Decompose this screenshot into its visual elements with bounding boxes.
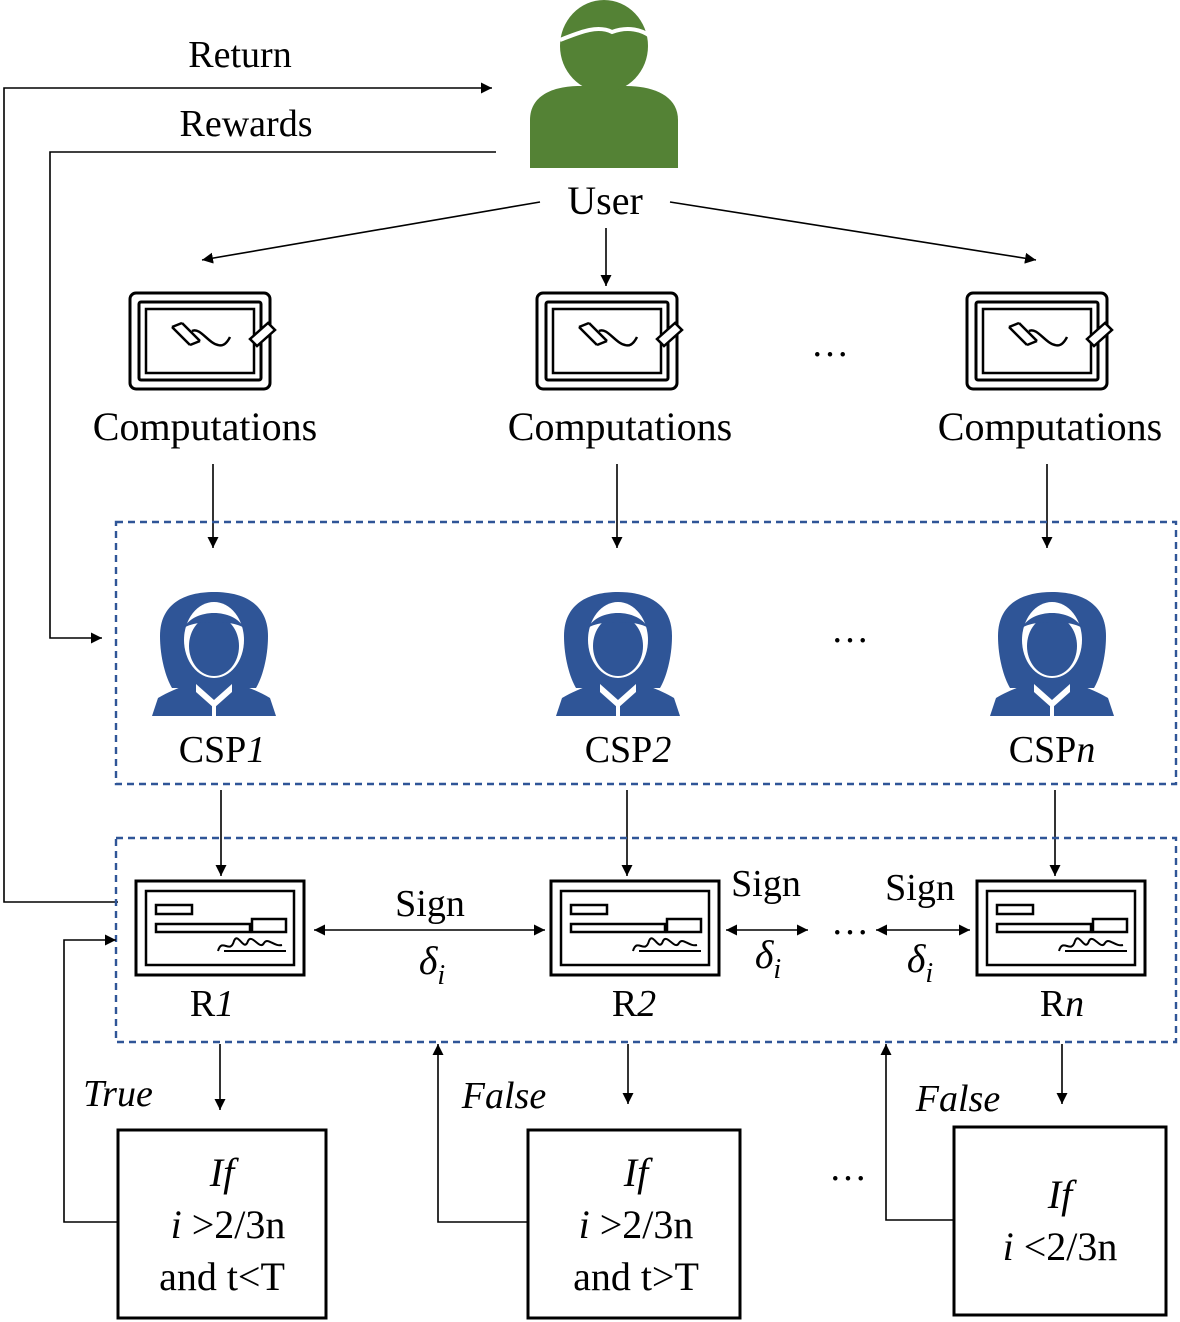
delta-label-1: δi <box>419 938 445 991</box>
condition-3-if: If <box>1047 1172 1077 1217</box>
ellipsis-conditions: … <box>829 1147 867 1189</box>
record-n-icon <box>975 879 1147 977</box>
computations-2-label: Computations <box>508 404 732 449</box>
csp-2-label: CSP2 <box>585 729 672 771</box>
record-2-icon <box>549 879 721 977</box>
csp-2-icon <box>556 592 680 716</box>
condition-box-1 <box>116 1128 328 1320</box>
record-1-icon <box>134 879 306 977</box>
return-arrow <box>3 82 492 903</box>
false-feedback-arrow-1 <box>432 1044 528 1223</box>
condition-1-expr: i >2/3n <box>171 1202 286 1247</box>
ellipsis-computations: … <box>811 323 849 365</box>
csp-n-label: CSPn <box>1009 729 1096 771</box>
record-1-label: R1 <box>190 983 234 1025</box>
branch-false-label-2: False <box>915 1078 1001 1120</box>
condition-3-expr: i <2/3n <box>1003 1224 1118 1269</box>
csp-group-box <box>114 520 1178 786</box>
condition-1-time: and t<T <box>159 1254 285 1299</box>
rewards-label: Rewards <box>180 103 313 145</box>
ellipsis-csp: … <box>831 609 869 651</box>
csp-1-label: CSP1 <box>179 729 266 771</box>
condition-box-3 <box>952 1125 1168 1317</box>
true-feedback-arrow <box>63 934 118 1223</box>
branch-true-label: True <box>83 1073 153 1115</box>
computations-1-icon <box>128 291 277 391</box>
rewards-arrow <box>49 151 496 644</box>
return-label: Return <box>188 34 291 76</box>
computations-n-icon <box>965 291 1114 391</box>
csp-n-icon <box>990 592 1114 716</box>
false-feedback-arrow-2 <box>880 1044 954 1221</box>
computations-n-label: Computations <box>938 404 1162 449</box>
user-icon <box>530 0 678 168</box>
branch-false-label-1: False <box>461 1075 547 1117</box>
delta-label-3: δi <box>907 936 933 989</box>
condition-2-time: and t>T <box>573 1254 699 1299</box>
condition-box-2 <box>526 1128 742 1320</box>
condition-2-expr: i >2/3n <box>579 1202 694 1247</box>
computations-1-label: Computations <box>93 404 317 449</box>
ellipsis-records: … <box>831 901 869 943</box>
sign-label-2: Sign <box>731 863 801 905</box>
condition-2-if: If <box>623 1150 653 1195</box>
computations-2-icon <box>535 291 684 391</box>
user-to-comp1-arrow <box>201 201 541 264</box>
delta-label-2: δi <box>755 932 781 985</box>
user-label: User <box>567 178 643 223</box>
record-n-label: Rn <box>1040 983 1084 1025</box>
sign-label-1: Sign <box>395 883 465 925</box>
sign-label-3: Sign <box>885 867 955 909</box>
csp-1-icon <box>152 592 276 716</box>
record-2-label: R2 <box>612 983 656 1025</box>
user-to-compn-arrow <box>669 201 1037 264</box>
condition-1-if: If <box>209 1150 239 1195</box>
